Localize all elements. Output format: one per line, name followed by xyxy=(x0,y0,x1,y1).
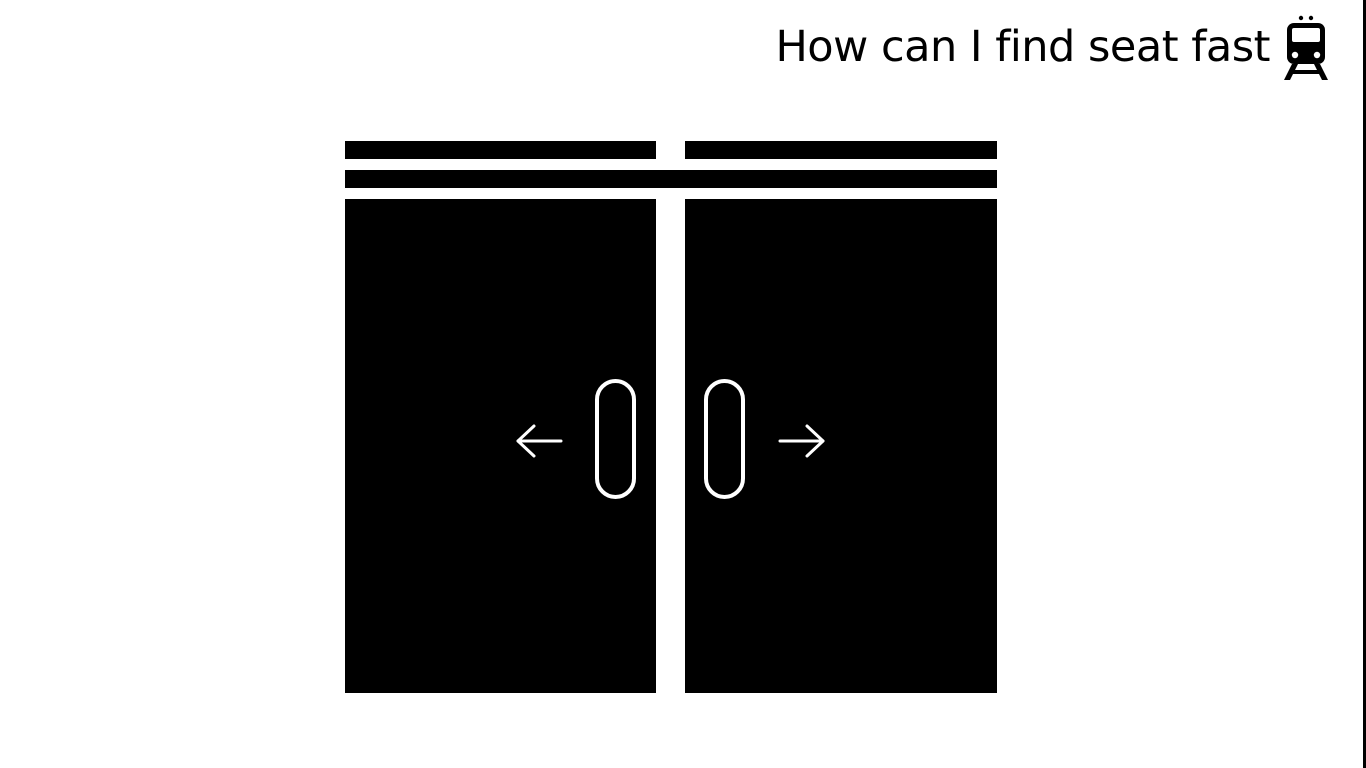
door-top-bar-right xyxy=(685,141,997,159)
page-title: How can I find seat fast xyxy=(775,22,1270,72)
door-frame-bar xyxy=(345,170,997,188)
left-door-handle-icon xyxy=(595,379,636,499)
arrow-right-icon xyxy=(778,424,825,458)
header: How can I find seat fast xyxy=(775,14,1328,80)
arrow-left-icon xyxy=(516,424,563,458)
train-icon xyxy=(1284,15,1328,80)
right-door-handle-icon xyxy=(704,379,745,499)
train-door-graphic xyxy=(345,141,997,693)
train-door-illustration xyxy=(345,141,997,693)
right-edge-line xyxy=(1363,0,1366,768)
door-top-bar-left xyxy=(345,141,656,159)
left-door-panel xyxy=(345,199,656,693)
right-door-panel xyxy=(685,199,997,693)
